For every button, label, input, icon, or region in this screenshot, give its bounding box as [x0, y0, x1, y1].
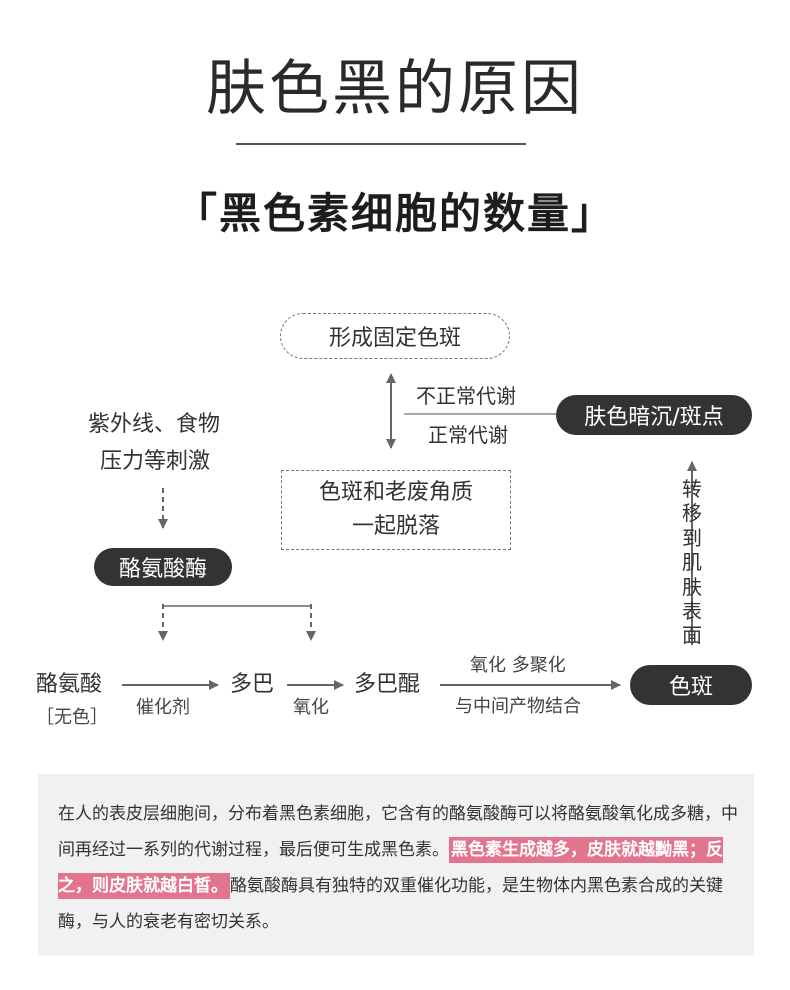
description-panel: 在人的表皮层细胞间，分布着黑色素细胞，它含有的酪氨酸酶可以将酪氨酸氧化成多糖，中…: [38, 774, 754, 956]
transfer-label: 转移到肌肤表面: [682, 477, 702, 648]
page-subtitle: 「黑色素细胞的数量」: [174, 189, 615, 238]
enzyme-node: 酪氨酸酶: [94, 548, 232, 586]
title-divider: [236, 143, 526, 145]
stable-spot-node: 形成固定色斑: [280, 313, 510, 359]
tyrosine-node: 酪氨酸: [36, 672, 103, 697]
catalysis-label: 催化剂: [136, 697, 190, 718]
abnormal-metabolism-label: 不正常代谢: [416, 384, 516, 408]
oxidize-polymerize-label: 氧化 多聚化: [470, 655, 566, 676]
shed-line1: 色斑和老废角质: [318, 479, 473, 505]
page-title: 肤色黑的原因: [206, 54, 584, 124]
description-part2: 酪氨酸酶具有独特的双重催化功能，是生物体内黑色素合成的关键酶，与人的衰老有密切关…: [58, 876, 723, 932]
diagram-connectors: [122, 373, 697, 690]
description-part1: 在人的表皮层细胞间，分布着黑色素细胞，它含有的酪氨酸酶可以将酪氨酸氧化成多糖，中…: [58, 804, 738, 860]
stimulus-line1: 紫外线、食物: [88, 412, 221, 437]
dull-skin-node: 肤色暗沉/斑点: [556, 395, 752, 435]
oxidation-label: 氧化: [293, 697, 329, 718]
description-text: 在人的表皮层细胞间，分布着黑色素细胞，它含有的酪氨酸酶可以将酪氨酸氧化成多糖，中…: [58, 796, 738, 940]
shed-line2: 一起脱落: [351, 514, 440, 539]
colorless-label: ［无色］: [36, 707, 108, 728]
dopaquinone-node: 多巴醌: [354, 672, 421, 697]
shed-node: 色斑和老废角质 一起脱落: [281, 470, 511, 550]
stimulus-line2: 压力等刺激: [100, 449, 211, 474]
normal-metabolism-label: 正常代谢: [428, 423, 508, 447]
spot-node: 色斑: [630, 665, 752, 705]
combine-label: 与中间产物结合: [455, 696, 581, 717]
dopa-node: 多巴: [230, 672, 275, 697]
